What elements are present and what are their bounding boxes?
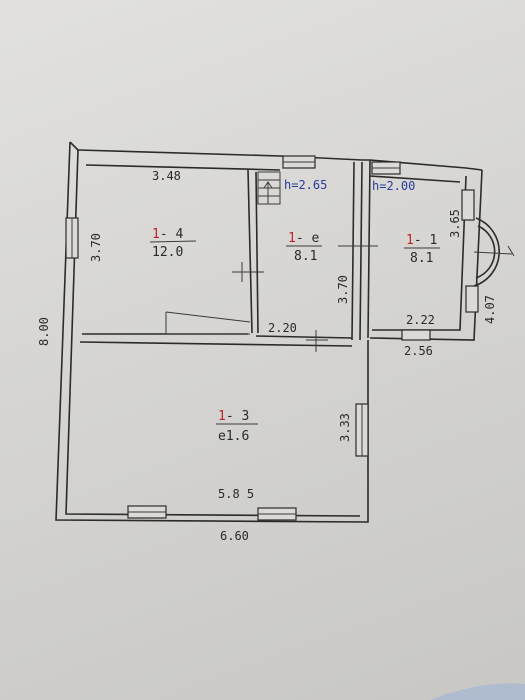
svg-text:e1.6: e1.6: [218, 429, 249, 444]
stamp-corner: [430, 683, 525, 700]
dim-room3-right: 3.33: [338, 413, 352, 442]
window-room1-upper: [461, 189, 475, 221]
dim-room3-bottom: 5.8 5: [218, 487, 254, 501]
svg-text:1- 4: 1- 4: [152, 227, 183, 242]
windows: [65, 155, 479, 521]
dim-room1-bottom: 2.22: [406, 313, 435, 327]
room-1-3-label: 1- 3 e1.6: [216, 409, 258, 444]
svg-text:12.0: 12.0: [152, 245, 183, 260]
svg-text:8.1: 8.1: [294, 249, 317, 264]
window-bottom-room1: [401, 329, 431, 341]
svg-text:1- 1: 1- 1: [406, 233, 437, 248]
dim-right-bay: 4.07: [483, 295, 497, 324]
room-1-4-label: 1- 4 12.0: [149, 227, 197, 260]
svg-text:1- e: 1- e: [288, 231, 319, 246]
stair-symbol: [257, 171, 281, 205]
svg-text:1- 3: 1- 3: [218, 409, 249, 424]
bay-window: [473, 217, 515, 287]
svg-text:8.1: 8.1: [410, 251, 433, 266]
dim-room1-right: 3.65: [448, 209, 462, 238]
height-room-1-1: h=2.00: [372, 179, 415, 193]
dim-total-bottom: 6.60: [220, 529, 249, 543]
height-room-1-2: h=2.65: [284, 178, 327, 192]
dim-top-room4: 3.48: [152, 169, 181, 183]
dim-left-total: 8.00: [37, 317, 51, 346]
door-marks: [232, 245, 378, 352]
room-1-1-label: 1- 1 8.1: [404, 233, 440, 266]
dim-room2-bottom: 2.20: [268, 321, 297, 335]
entry-step: [165, 311, 251, 335]
room-1-2-label: 1- e 8.1: [286, 231, 322, 264]
window-room1-lower: [465, 285, 479, 313]
dim-below-room1: 2.56: [404, 344, 433, 358]
dim-room2-height: 3.70: [336, 275, 350, 304]
dim-left-room4: 3.70: [89, 233, 103, 262]
